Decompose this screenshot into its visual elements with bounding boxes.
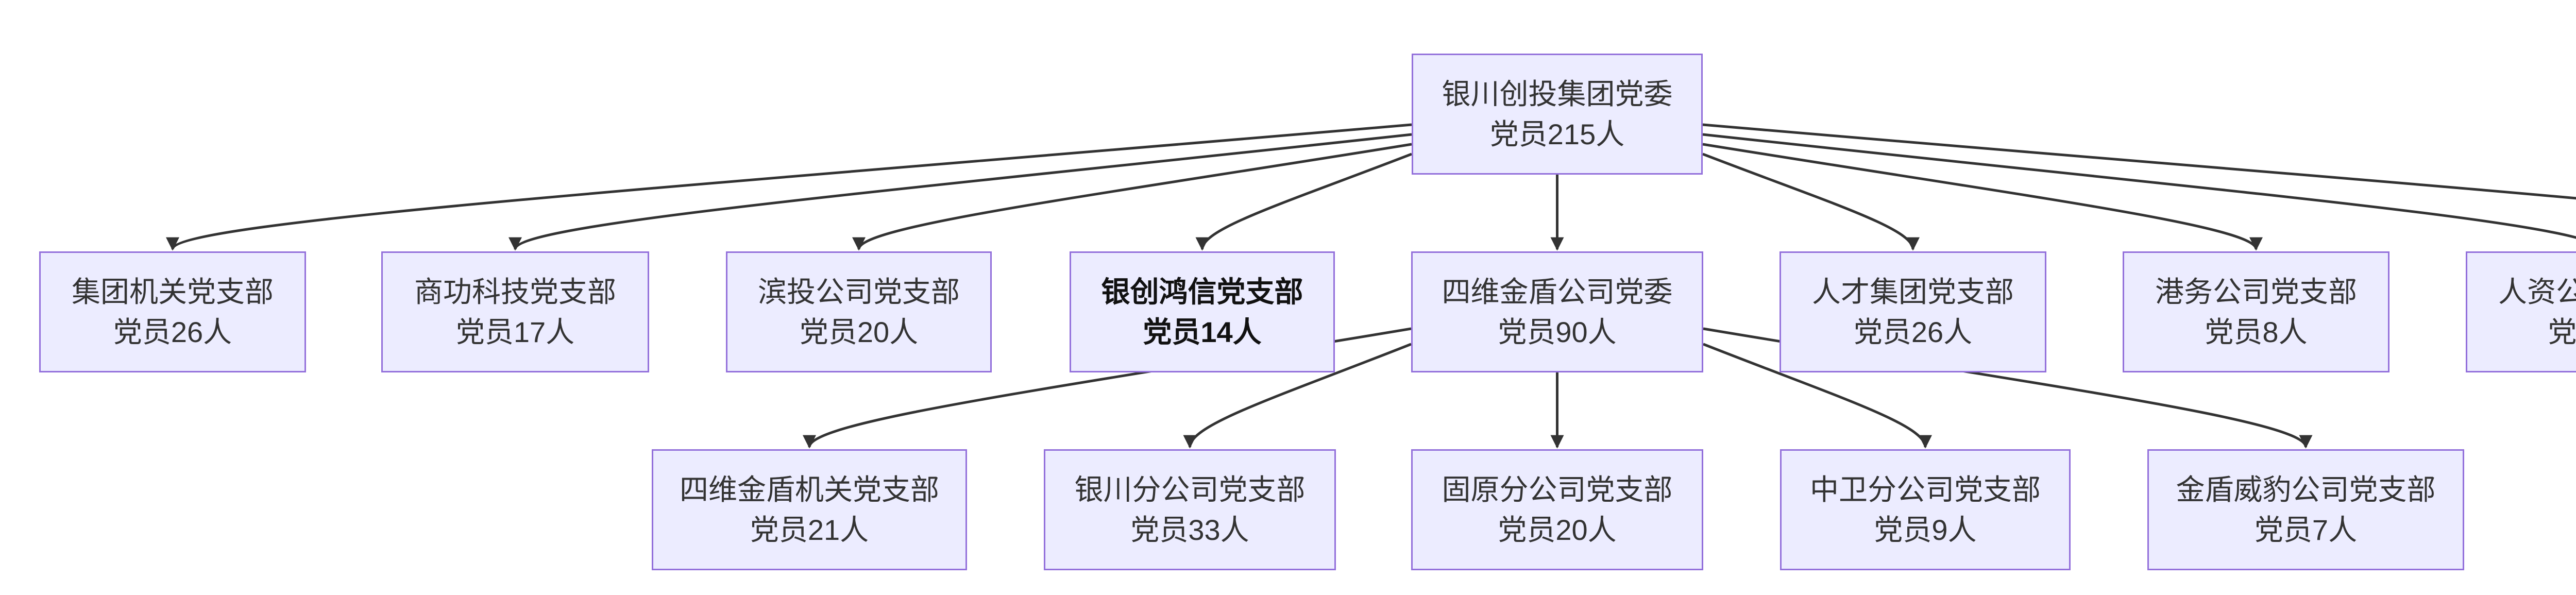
node-title: 商功科技党支部 <box>414 275 616 308</box>
org-node-bintou: 滨投公司党支部党员20人 <box>726 251 992 372</box>
node-members: 党员8人 <box>2205 315 2308 348</box>
node-members: 党员20人 <box>799 315 919 348</box>
org-node-root: 银川创投集团党委党员215人 <box>1412 54 1703 175</box>
org-node-shanggong-keji: 商功科技党支部党员17人 <box>381 251 649 372</box>
edge-root-to-bintou <box>852 143 1412 251</box>
node-title: 港务公司党支部 <box>2155 275 2357 308</box>
node-title: 滨投公司党支部 <box>758 275 960 308</box>
node-title: 人才集团党支部 <box>1812 275 2014 308</box>
node-title: 四维金盾机关党支部 <box>680 473 939 506</box>
node-members: 党员21人 <box>750 513 869 546</box>
edge-root-to-renzi <box>1702 133 2576 239</box>
node-title: 四维金盾公司党委 <box>1442 275 1673 308</box>
node-title: 银川创投集团党委 <box>1442 77 1673 110</box>
node-members: 党员33人 <box>1130 513 1249 546</box>
org-node-guyuan-fen: 固原分公司党支部党员20人 <box>1411 449 1703 570</box>
edge-root-to-landun <box>1702 123 2576 200</box>
node-members: 党员7人 <box>2254 513 2358 546</box>
node-members: 党员17人 <box>455 315 575 348</box>
node-members: 党员14人 <box>1143 315 1262 348</box>
org-node-siwei-jindun: 四维金盾公司党委党员90人 <box>1411 251 1703 372</box>
org-node-siwei-jiguan: 四维金盾机关党支部党员21人 <box>652 449 967 570</box>
org-node-yinchuan-fen: 银川分公司党支部党员33人 <box>1044 449 1336 570</box>
org-node-rencai: 人才集团党支部党员26人 <box>1780 251 2046 372</box>
edge-siwei-jindun-to-yinchuan-fen <box>1183 343 1412 449</box>
node-members: 党员20人 <box>1498 513 1617 546</box>
node-title: 银川分公司党支部 <box>1074 473 1306 506</box>
edge-siwei-jindun-to-zhongwei-fen <box>1703 343 1932 449</box>
node-members: 党员9人 <box>1874 513 1977 546</box>
node-members: 党员26人 <box>113 315 232 348</box>
edge-root-to-yinchuang-hongxin <box>1195 152 1412 251</box>
node-title: 金盾威豹公司党支部 <box>2176 473 2436 506</box>
node-title: 集团机关党支部 <box>72 275 274 308</box>
org-node-zhongwei-fen: 中卫分公司党支部党员9人 <box>1780 449 2071 570</box>
node-title: 固原分公司党支部 <box>1442 473 1673 506</box>
node-title: 中卫分公司党支部 <box>1810 473 2041 506</box>
node-members: 党员5人 <box>2548 315 2576 348</box>
org-node-yinchuang-hongxin: 银创鸿信党支部党员14人 <box>1070 251 1335 372</box>
node-title: 银创鸿信党支部 <box>1101 275 1303 308</box>
edge-root-to-gangwu <box>1702 143 2263 251</box>
org-node-jindun-weibao: 金盾威豹公司党支部党员7人 <box>2147 449 2464 570</box>
edge-root-to-rencai <box>1702 152 1920 251</box>
org-node-renzi: 人资公司党支部党员5人 <box>2466 251 2576 372</box>
edge-root-to-shanggong-keji <box>509 133 1412 251</box>
org-node-gangwu: 港务公司党支部党员8人 <box>2123 251 2389 372</box>
node-members: 党员26人 <box>1853 315 1973 348</box>
node-title: 人资公司党支部 <box>2498 275 2576 308</box>
node-members: 党员215人 <box>1489 117 1625 150</box>
node-members: 党员90人 <box>1498 315 1617 348</box>
org-node-jituan-jiguan: 集团机关党支部党员26人 <box>39 251 306 372</box>
edge-root-to-jituan-jiguan <box>166 123 1412 251</box>
